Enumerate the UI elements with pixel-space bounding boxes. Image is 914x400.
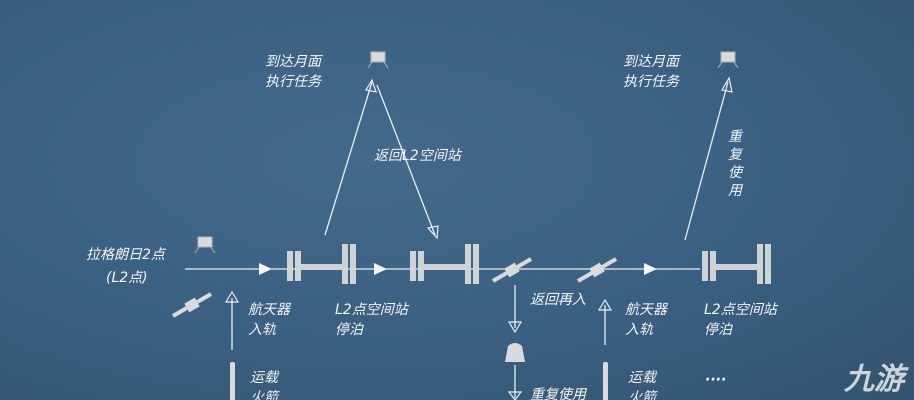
ellipsis-label: ···· xyxy=(705,372,727,388)
station-dock-label-2: L2点空间站 停泊 xyxy=(704,302,777,338)
space-station-icon xyxy=(410,244,479,284)
return-l2-line xyxy=(376,84,436,236)
hollow-arrow-icon xyxy=(224,290,240,303)
arrow-icon xyxy=(374,263,387,275)
reuse-vertical-label: 重复使用 xyxy=(728,129,742,199)
watermark-logo: 九游 xyxy=(844,362,904,397)
arrive-moon-label-2: 到达月面 执行任务 xyxy=(623,54,679,90)
hollow-arrow-icon xyxy=(365,78,377,93)
spacecraft-orbit-label-1: 航天器 入轨 xyxy=(248,302,290,338)
space-station-icon xyxy=(702,244,771,284)
lunar-lander-icon xyxy=(367,51,389,69)
hollow-arrow-icon xyxy=(597,298,613,311)
hollow-arrow-icon xyxy=(721,76,733,93)
reentry-label: 返回再入 xyxy=(530,292,586,308)
lagrange-label: 拉格朗日2点 xyxy=(86,247,165,263)
reuse-label: 重复使用 xyxy=(530,387,586,400)
rocket-icon xyxy=(230,362,235,400)
lunar-lander-icon xyxy=(194,236,216,254)
l2-point-label: (L2点) xyxy=(106,270,148,286)
spacecraft-icon xyxy=(576,257,618,283)
arrive-moon-label-1: 到达月面 执行任务 xyxy=(265,54,321,90)
return-l2-label: 返回L2空间站 xyxy=(374,148,461,164)
arrow-icon xyxy=(259,263,272,275)
capsule-icon xyxy=(505,343,525,362)
hollow-arrow-icon xyxy=(507,391,523,400)
arrow-icon xyxy=(644,263,657,275)
hollow-arrow-icon xyxy=(507,321,523,334)
lunar-lander-icon xyxy=(717,51,739,69)
spacecraft-icon xyxy=(171,292,213,318)
to-moon-line-2 xyxy=(684,81,729,241)
spacecraft-icon xyxy=(491,257,533,283)
space-station-icon xyxy=(287,244,356,284)
rocket-label-2: 运载 火箭 xyxy=(628,370,656,400)
to-moon-line-1 xyxy=(324,81,373,236)
rocket-icon xyxy=(603,362,608,400)
station-dock-label-1: L2点空间站 停泊 xyxy=(335,302,408,338)
hollow-arrow-icon xyxy=(426,225,439,240)
rocket-label-1: 运载 火箭 xyxy=(250,370,278,400)
spacecraft-orbit-label-2: 航天器 入轨 xyxy=(625,302,667,338)
